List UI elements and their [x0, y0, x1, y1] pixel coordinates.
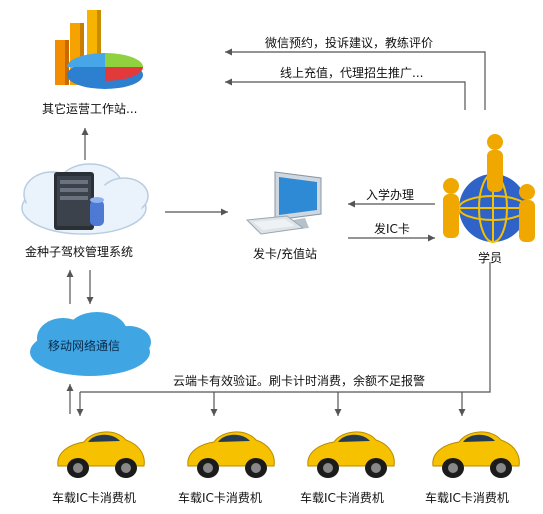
- car-icon-2: [180, 422, 280, 484]
- car-icon-1: [50, 422, 150, 484]
- arrow-label-top2: 线上充值，代理招生推广...: [280, 66, 424, 80]
- chart-icon: [45, 5, 155, 95]
- student-label: 学员: [478, 251, 503, 265]
- computer-icon: [243, 168, 328, 240]
- ops-station-label: 其它运营工作站...: [42, 102, 138, 116]
- car-icon-3: [300, 422, 400, 484]
- arrow-label-top1: 微信预约，投诉建议，教练评价: [265, 36, 434, 50]
- card-station-label: 发卡/充值站: [253, 247, 318, 261]
- arrow-student-to-ops-1: [225, 48, 486, 110]
- car-label-2: 车载IC卡消费机: [178, 491, 262, 505]
- mgmt-system-label: 金种子驾校管理系统: [25, 245, 134, 259]
- arrow-label-bottom: 云端卡有效验证。刷卡计时消费，余额不足报警: [173, 374, 426, 388]
- cloud-server-icon: [12, 160, 157, 240]
- car-icon-4: [425, 422, 525, 484]
- mobile-network-cloud: 移动网络通信: [25, 308, 155, 380]
- car-label-4: 车载IC卡消费机: [425, 491, 509, 505]
- arrow-label-enroll: 入学办理: [366, 188, 415, 202]
- car-label-3: 车载IC卡消费机: [300, 491, 384, 505]
- car-label-1: 车载IC卡消费机: [52, 491, 136, 505]
- bottom-bus: [80, 262, 491, 393]
- people-globe-icon: [435, 128, 540, 248]
- arrow-label-issue-card: 发IC卡: [374, 222, 410, 236]
- mobile-network-label: 移动网络通信: [48, 339, 121, 353]
- arrow-student-to-ops-2: [225, 78, 466, 110]
